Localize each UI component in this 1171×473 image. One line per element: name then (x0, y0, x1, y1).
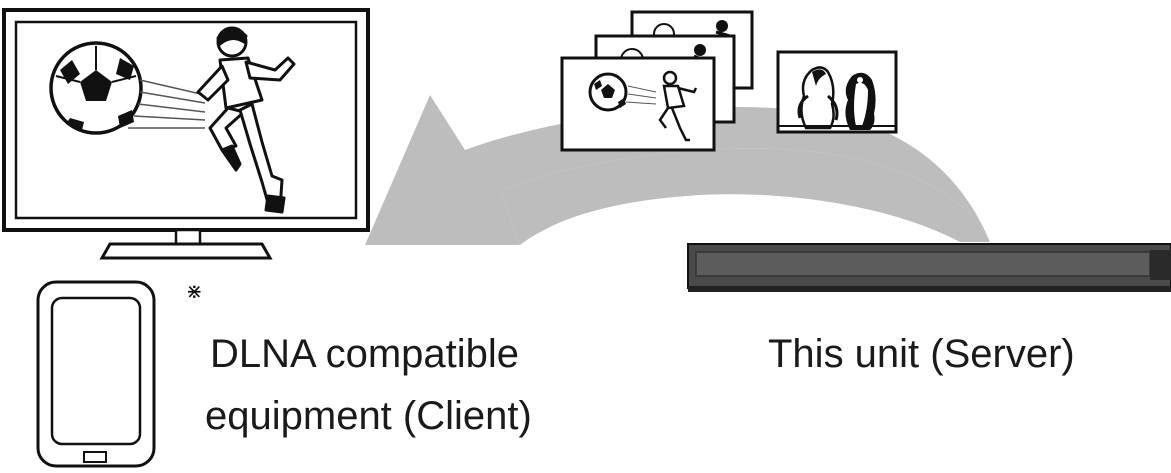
server-label: This unit (Server) (768, 330, 1075, 378)
client-label-line1: DLNA compatible (210, 330, 519, 378)
tv-icon (4, 10, 368, 258)
soccer-ball-icon (590, 74, 626, 110)
client-label-line2: equipment (Client) (205, 392, 532, 440)
footnote-mark: ⋇ (186, 280, 203, 302)
soccer-ball-icon (51, 43, 141, 133)
recorder-icon (688, 244, 1171, 292)
smartphone-icon (38, 282, 154, 466)
penguin-photo-icon (778, 52, 896, 132)
